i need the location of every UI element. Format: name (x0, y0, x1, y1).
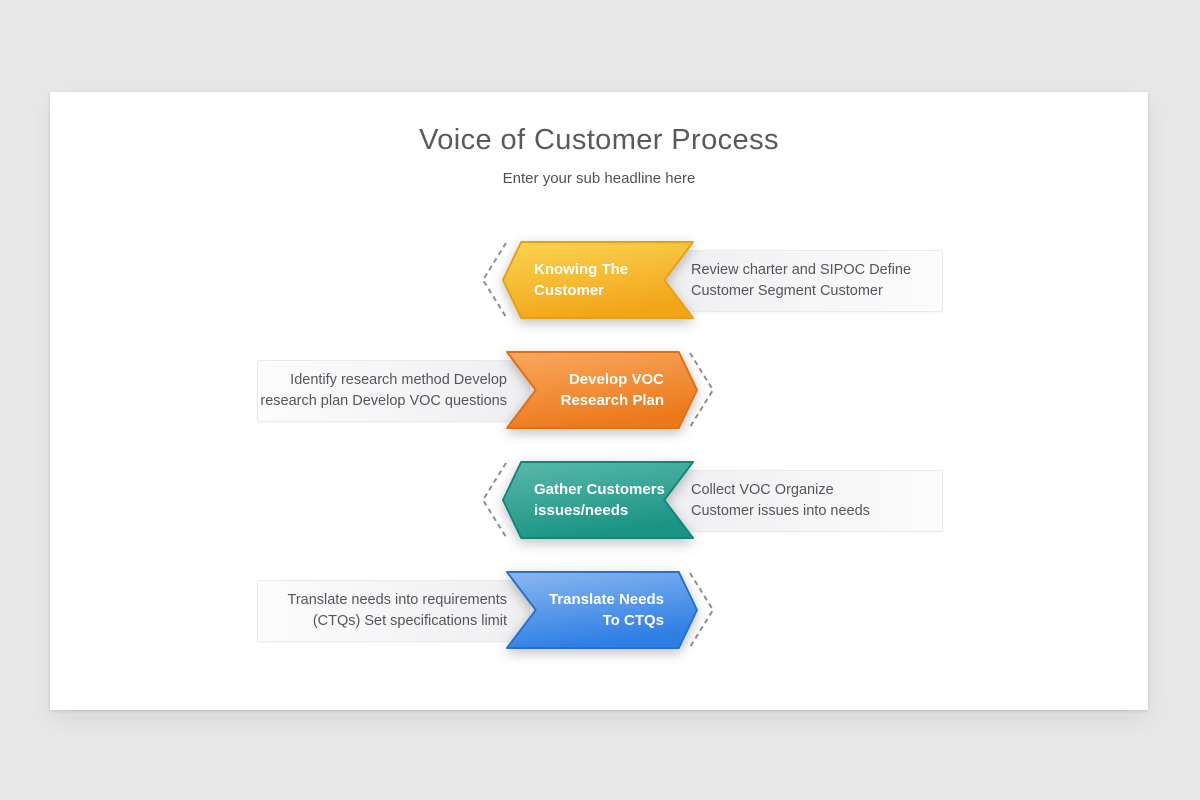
chevron-banner (506, 351, 698, 429)
step-row-develop-voc-research-plan: Identify research method Develop researc… (50, 351, 1148, 429)
step-label-line: Gather Customers (534, 481, 665, 498)
step-label: Translate Needs To CTQs (514, 571, 664, 649)
step-label-line: issues/needs (534, 502, 629, 519)
description-line: Review charter and SIPOC Define (691, 262, 912, 278)
step-label-line: Research Plan (560, 392, 664, 409)
step-row-gather-customers-issues-needs: Collect VOC Organize Customer issues int… (50, 461, 1148, 539)
description-line: Translate needs into requirements (287, 592, 508, 608)
chevron-banner (502, 241, 694, 319)
chevron-banner (506, 571, 698, 649)
step-label: Gather Customers issues/needs (534, 461, 684, 539)
dashed-chevron-left-icon (481, 242, 507, 318)
dashed-chevron-right-icon (689, 572, 715, 648)
step-description: Collect VOC Organize Customer issues int… (660, 470, 943, 532)
step-description: Review charter and SIPOC Define Customer… (660, 250, 943, 312)
description-line: research plan Develop VOC questions (260, 393, 507, 409)
step-label-line: Translate Needs (548, 591, 664, 608)
dashed-chevron-left-icon (481, 462, 507, 538)
step-label-line: Develop VOC (568, 371, 664, 388)
step-row-translate-needs-to-ctqs: Translate needs into requirements (CTQs)… (50, 571, 1148, 649)
description-line: (CTQs) Set specifications limit (312, 613, 507, 629)
step-label: Knowing The Customer (534, 241, 684, 319)
step-row-knowing-the-customer: Review charter and SIPOC Define Customer… (50, 241, 1148, 319)
description-line: Customer issues into needs (691, 503, 870, 519)
slide-card: Voice of Customer Process Enter your sub… (50, 92, 1148, 710)
page-title: Voice of Customer Process (419, 124, 779, 156)
description-line: Identify research method Develop (290, 372, 507, 388)
step-label-line: To CTQs (602, 612, 664, 629)
description-line: Collect VOC Organize (691, 482, 834, 498)
page-subtitle: Enter your sub headline here (502, 170, 696, 187)
step-description: Translate needs into requirements (CTQs)… (257, 580, 530, 642)
step-description: Identify research method Develop researc… (257, 360, 530, 422)
description-line: Customer Segment Customer (691, 283, 883, 299)
step-label-line: Customer (534, 282, 605, 299)
step-label-line: Knowing The (534, 261, 629, 278)
chevron-banner (502, 461, 694, 539)
dashed-chevron-right-icon (689, 352, 715, 428)
step-label: Develop VOC Research Plan (514, 351, 664, 429)
